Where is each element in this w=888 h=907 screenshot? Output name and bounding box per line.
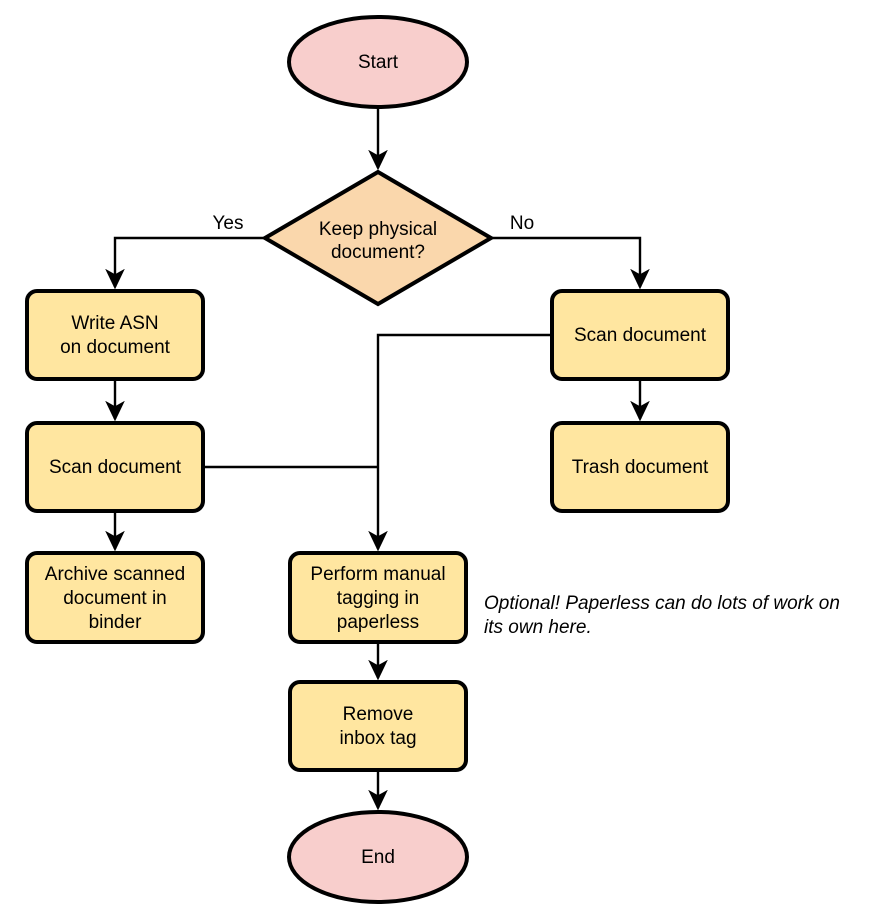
trash-document-box-shape[interactable] bbox=[550, 421, 730, 513]
scan-document-left-label: Scan document bbox=[49, 457, 182, 478]
nodes-layer: Start Keep physical document? Write ASN … bbox=[25, 15, 730, 904]
end-label: End bbox=[361, 847, 395, 868]
edge-scan-right-to-manual-tagging bbox=[368, 333, 552, 552]
node-keep-physical-document[interactable]: Keep physical document? bbox=[261, 169, 495, 307]
edge-label-no: No bbox=[510, 213, 534, 234]
decision-label-line2: document? bbox=[331, 242, 425, 263]
start-label: Start bbox=[358, 52, 399, 73]
archive-binder-label-line1: Archive scanned bbox=[45, 564, 185, 585]
edge-decision-no-to-scan-right bbox=[491, 236, 650, 290]
scan-document-right-label: Scan document bbox=[574, 325, 707, 346]
node-write-asn[interactable]: Write ASN on document bbox=[25, 289, 205, 381]
remove-inbox-tag-label-line1: Remove bbox=[343, 704, 414, 725]
node-scan-document-left[interactable]: Scan document bbox=[25, 421, 205, 513]
manual-tagging-label-line1: Perform manual bbox=[310, 564, 445, 585]
edge-labels-layer: Yes No bbox=[213, 213, 535, 234]
node-end[interactable]: End bbox=[287, 810, 469, 904]
manual-tagging-label-line2: tagging in bbox=[337, 588, 419, 609]
start-ellipse-shape[interactable] bbox=[287, 15, 469, 109]
remove-inbox-tag-box-shape[interactable] bbox=[288, 680, 468, 772]
write-asn-label-line2: on document bbox=[60, 337, 171, 358]
edge-decision-yes-to-write-asn bbox=[105, 236, 265, 290]
manual-tagging-box-shape[interactable] bbox=[288, 551, 468, 644]
edge-label-yes: Yes bbox=[213, 213, 244, 234]
scan-document-left-box-shape[interactable] bbox=[25, 421, 205, 513]
remove-inbox-tag-label-line2: inbox tag bbox=[339, 728, 416, 749]
scan-document-right-box-shape[interactable] bbox=[550, 289, 730, 381]
archive-binder-label-line2: document in bbox=[63, 588, 167, 609]
annotation-optional-note: Optional! Paperless can do lots of work … bbox=[484, 593, 840, 638]
manual-tagging-label-line3: paperless bbox=[337, 612, 419, 633]
end-ellipse-shape[interactable] bbox=[287, 810, 469, 904]
node-start[interactable]: Start bbox=[287, 15, 469, 109]
node-archive-binder[interactable]: Archive scanned document in binder bbox=[25, 551, 205, 644]
node-scan-document-right[interactable]: Scan document bbox=[550, 289, 730, 381]
decision-diamond-shape[interactable] bbox=[261, 169, 495, 307]
write-asn-label-line1: Write ASN bbox=[71, 313, 158, 334]
node-remove-inbox-tag[interactable]: Remove inbox tag bbox=[288, 680, 468, 772]
write-asn-box-shape[interactable] bbox=[25, 289, 205, 381]
optional-note-line2: its own here. bbox=[484, 617, 592, 638]
optional-note-line1: Optional! Paperless can do lots of work … bbox=[484, 593, 840, 614]
trash-document-label: Trash document bbox=[572, 457, 709, 478]
decision-label-line1: Keep physical bbox=[319, 219, 437, 240]
node-trash-document[interactable]: Trash document bbox=[550, 421, 730, 513]
edges-layer bbox=[105, 107, 650, 811]
archive-binder-label-line3: binder bbox=[89, 612, 142, 633]
archive-binder-box-shape[interactable] bbox=[25, 551, 205, 644]
node-manual-tagging[interactable]: Perform manual tagging in paperless bbox=[288, 551, 468, 644]
